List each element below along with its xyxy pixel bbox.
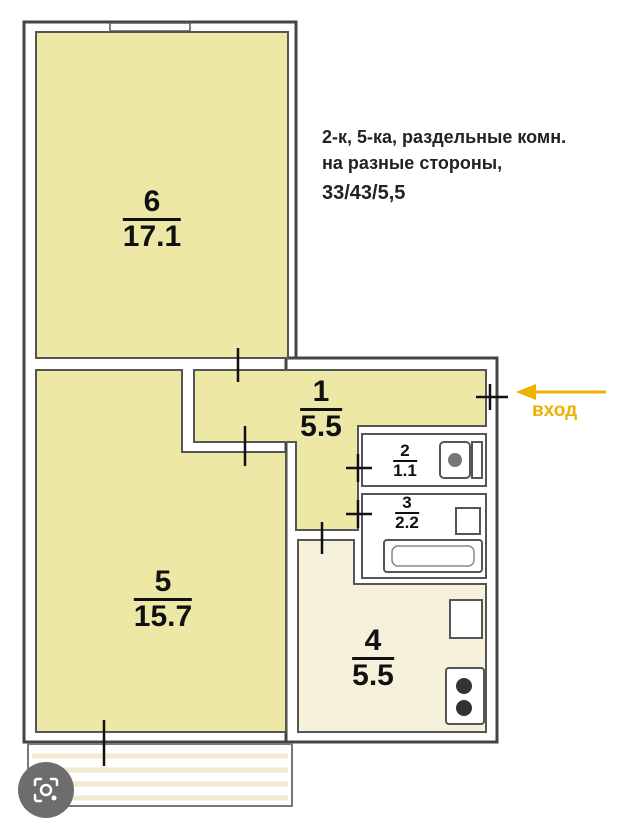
apartment-description: 2-к, 5-ка, раздельные комн. на разные ст…: [322, 124, 566, 206]
room-4: [297, 539, 487, 733]
balcony-stripes: [32, 753, 288, 801]
room-6-area: 17.1: [122, 219, 182, 253]
bathtub-icon: [383, 539, 483, 573]
room-2-area: 1.1: [393, 460, 417, 480]
window-room-6: [109, 22, 191, 32]
room-2-number: 2: [393, 442, 417, 462]
room-5-label: 5 15.7: [133, 566, 193, 633]
entry-arrow-icon: [516, 384, 606, 400]
room-6-label: 6 17.1: [122, 186, 182, 253]
lens-search-icon: [33, 777, 59, 803]
room-5-number: 5: [133, 566, 193, 601]
room-4-number: 4: [352, 625, 394, 660]
room-1: [193, 369, 487, 531]
description-line-1: 2-к, 5-ка, раздельные комн.: [322, 127, 567, 147]
room-5-area: 15.7: [133, 599, 193, 633]
stove-icon: [445, 667, 485, 725]
room-1-area: 5.5: [300, 409, 342, 443]
room-6-number: 6: [122, 186, 182, 221]
room-3-area: 2.2: [395, 512, 419, 532]
sink-icon: [455, 507, 481, 535]
room-4-area: 5.5: [352, 658, 394, 692]
room-6: [35, 31, 289, 359]
description-area-ratio: 33/43/5,5: [322, 182, 406, 204]
room-1-number: 1: [300, 376, 342, 411]
kitchen-sink-icon: [449, 599, 483, 639]
room-3-number: 3: [395, 494, 419, 514]
lens-search-button[interactable]: [18, 762, 74, 818]
room-1-label: 1 5.5: [300, 376, 342, 442]
description-line-2: на разные стороны,: [322, 153, 503, 173]
room-2-label: 2 1.1: [393, 442, 417, 480]
entry-label: вход: [532, 400, 578, 421]
room-5: [35, 369, 287, 733]
room-3-label: 3 2.2: [395, 494, 419, 532]
door-markers: [102, 348, 508, 766]
toilet-icon: [439, 441, 483, 479]
room-4-label: 4 5.5: [352, 625, 394, 691]
